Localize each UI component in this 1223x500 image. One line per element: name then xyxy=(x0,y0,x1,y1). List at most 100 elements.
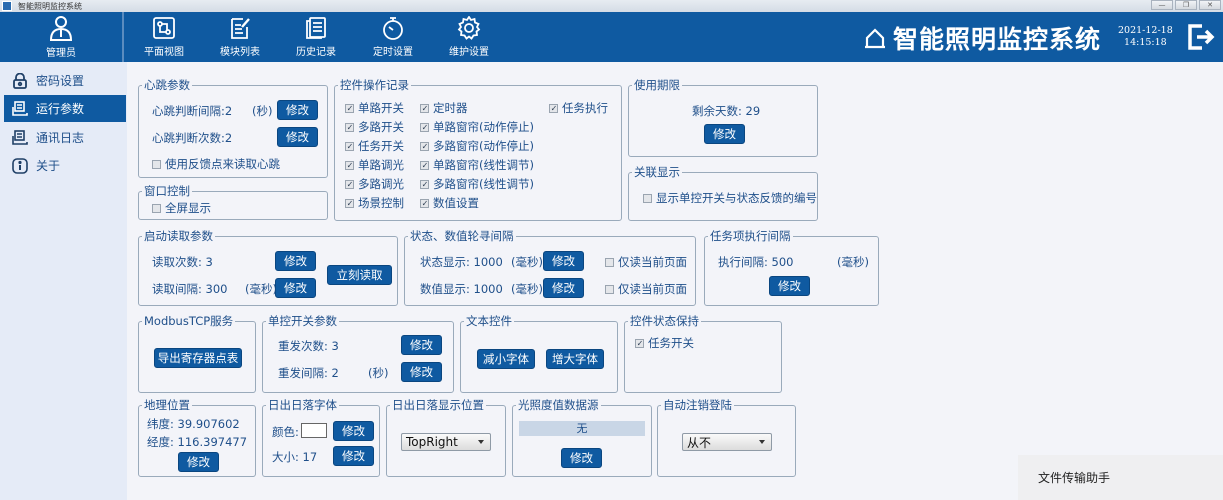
op-record-checkbox[interactable]: 多路窗帘(线性调节) xyxy=(420,177,534,191)
nav-module-list-label: 模块列表 xyxy=(220,47,260,58)
resend-count-modify-button[interactable]: 修改 xyxy=(401,335,442,355)
read-interval-unit: (毫秒) xyxy=(245,282,277,296)
usage-period-group: 使用期限 剩余天数: 29 修改 xyxy=(628,78,818,157)
nav-timer-settings-label: 定时设置 xyxy=(373,47,413,58)
checkbox-box[interactable] xyxy=(635,338,644,348)
stopwatch-icon xyxy=(381,16,405,40)
fullscreen-checkbox[interactable]: 全屏显示 xyxy=(152,201,211,215)
checkbox-label: 仅读当前页面 xyxy=(618,255,687,269)
sidebar-item-label: 关于 xyxy=(36,159,61,173)
checkbox-box[interactable] xyxy=(420,198,429,208)
linked-display-checkbox[interactable]: 显示单控开关与状态反馈的编号 xyxy=(643,191,817,205)
checkbox-label: 单路开关 xyxy=(358,101,404,115)
brand: 智能照明监控系统 xyxy=(863,20,1101,56)
user-button[interactable]: 管理员 xyxy=(0,12,124,62)
font-size-modify-button[interactable]: 修改 xyxy=(333,446,374,466)
minimize-button[interactable]: — xyxy=(1151,0,1173,10)
status-display-modify-button[interactable]: 修改 xyxy=(543,251,584,271)
close-button[interactable]: ✕ xyxy=(1199,0,1221,10)
sidebar-item-about[interactable]: 关于 xyxy=(4,152,126,179)
date: 2021-12-18 xyxy=(1118,25,1173,36)
task-interval-modify-button[interactable]: 修改 xyxy=(769,276,810,296)
text-control-group: 文本控件 减小字体 增大字体 xyxy=(460,314,618,393)
nav-maintenance[interactable]: 维护设置 xyxy=(431,12,507,62)
op-record-checkbox[interactable]: 任务开关 xyxy=(345,139,404,153)
font-color-modify-button[interactable]: 修改 xyxy=(333,421,374,441)
group-title: 光照度值数据源 xyxy=(516,398,601,412)
decrease-font-button[interactable]: 减小字体 xyxy=(477,349,535,369)
state-keep-checkbox[interactable]: 任务开关 xyxy=(635,336,694,350)
file-transfer-popup[interactable]: 文件传输助手 xyxy=(1018,455,1223,500)
light-source-modify-button[interactable]: 修改 xyxy=(561,448,602,468)
window-titlebar: 智能照明监控系统 — ❐ ✕ xyxy=(0,0,1223,12)
read-count-modify-button[interactable]: 修改 xyxy=(275,251,316,271)
auto-logout-group: 自动注销登陆 从不 xyxy=(657,398,796,477)
checkbox-box[interactable] xyxy=(345,141,354,151)
checkbox-box[interactable] xyxy=(605,284,614,294)
heartbeat-feedback-checkbox[interactable]: 使用反馈点来读取心跳 xyxy=(152,157,280,171)
op-record-checkbox[interactable]: 多路调光 xyxy=(345,177,404,191)
value-display-modify-button[interactable]: 修改 xyxy=(543,278,584,298)
status-current-page-checkbox[interactable]: 仅读当前页面 xyxy=(605,255,687,269)
read-interval-modify-button[interactable]: 修改 xyxy=(275,278,316,298)
op-record-checkbox[interactable]: 单路调光 xyxy=(345,158,404,172)
checkbox-box[interactable] xyxy=(420,160,429,170)
checkbox-box[interactable] xyxy=(345,122,354,132)
monitor-icon xyxy=(12,100,28,117)
auto-logout-select[interactable]: 从不 xyxy=(682,433,772,451)
resend-count-label: 重发次数: 3 xyxy=(278,339,339,353)
logout-icon[interactable] xyxy=(1186,23,1216,54)
group-title: 日出日落显示位置 xyxy=(390,398,486,412)
color-swatch[interactable] xyxy=(301,423,327,438)
checkbox-box[interactable] xyxy=(152,203,161,213)
modbus-group: ModbusTCP服务 导出寄存器点表 xyxy=(138,314,256,393)
checkbox-box[interactable] xyxy=(643,193,652,203)
increase-font-button[interactable]: 增大字体 xyxy=(546,349,604,369)
op-record-checkbox[interactable]: 场景控制 xyxy=(345,196,404,210)
nav-timer-settings[interactable]: 定时设置 xyxy=(355,12,431,62)
checkbox-box[interactable] xyxy=(549,103,558,113)
op-record-checkbox[interactable]: 数值设置 xyxy=(420,196,479,210)
op-record-checkbox[interactable]: 单路窗帘(动作停止) xyxy=(420,120,534,134)
checkbox-box[interactable] xyxy=(345,198,354,208)
heartbeat-count-modify-button[interactable]: 修改 xyxy=(277,127,318,147)
usage-period-modify-button[interactable]: 修改 xyxy=(704,124,745,144)
sun-position-select[interactable]: TopRight xyxy=(401,433,491,451)
sidebar-item-run-params[interactable]: 运行参数 xyxy=(4,95,126,122)
checkbox-box[interactable] xyxy=(420,141,429,151)
checkbox-box[interactable] xyxy=(345,160,354,170)
sidebar-item-comm-log[interactable]: 通讯日志 xyxy=(4,124,126,151)
startup-read-group: 启动读取参数 读取次数: 3 修改 读取间隔: 300 (毫秒) 修改 立刻读取 xyxy=(138,229,398,306)
op-record-checkbox[interactable]: 多路开关 xyxy=(345,120,404,134)
value-current-page-checkbox[interactable]: 仅读当前页面 xyxy=(605,282,687,296)
checkbox-box[interactable] xyxy=(420,122,429,132)
checkbox-box[interactable] xyxy=(345,179,354,189)
checkbox-box[interactable] xyxy=(345,103,354,113)
export-register-table-button[interactable]: 导出寄存器点表 xyxy=(154,348,242,368)
nav-module-list[interactable]: 模块列表 xyxy=(202,12,278,62)
checkbox-box[interactable] xyxy=(420,103,429,113)
light-source-value: 无 xyxy=(519,421,645,436)
op-record-checkbox[interactable]: 定时器 xyxy=(420,101,468,115)
op-record-checkbox[interactable]: 单路开关 xyxy=(345,101,404,115)
color-label: 颜色: xyxy=(272,425,299,439)
op-record-checkbox[interactable]: 任务执行 xyxy=(549,101,608,115)
op-record-checkbox[interactable]: 多路窗帘(动作停止) xyxy=(420,139,534,153)
sidebar-item-password[interactable]: 密码设置 xyxy=(4,67,126,94)
checkbox-box[interactable] xyxy=(420,179,429,189)
restore-button[interactable]: ❐ xyxy=(1175,0,1197,10)
checkbox-box[interactable] xyxy=(605,257,614,267)
resend-interval-unit: (秒) xyxy=(368,366,389,380)
linked-display-group: 关联显示 显示单控开关与状态反馈的编号 xyxy=(628,165,818,221)
group-title: 关联显示 xyxy=(632,165,682,179)
op-record-checkbox[interactable]: 单路窗帘(线性调节) xyxy=(420,158,534,172)
nav-floor-plan[interactable]: 平面视图 xyxy=(126,12,202,62)
log-icon xyxy=(12,129,28,146)
read-now-button[interactable]: 立刻读取 xyxy=(327,265,392,285)
geo-modify-button[interactable]: 修改 xyxy=(178,452,219,472)
nav-history[interactable]: 历史记录 xyxy=(278,12,354,62)
resend-interval-modify-button[interactable]: 修改 xyxy=(401,362,442,382)
light-source-group: 光照度值数据源 无 修改 xyxy=(512,398,652,477)
checkbox-box[interactable] xyxy=(152,159,161,169)
heartbeat-interval-modify-button[interactable]: 修改 xyxy=(277,100,318,120)
